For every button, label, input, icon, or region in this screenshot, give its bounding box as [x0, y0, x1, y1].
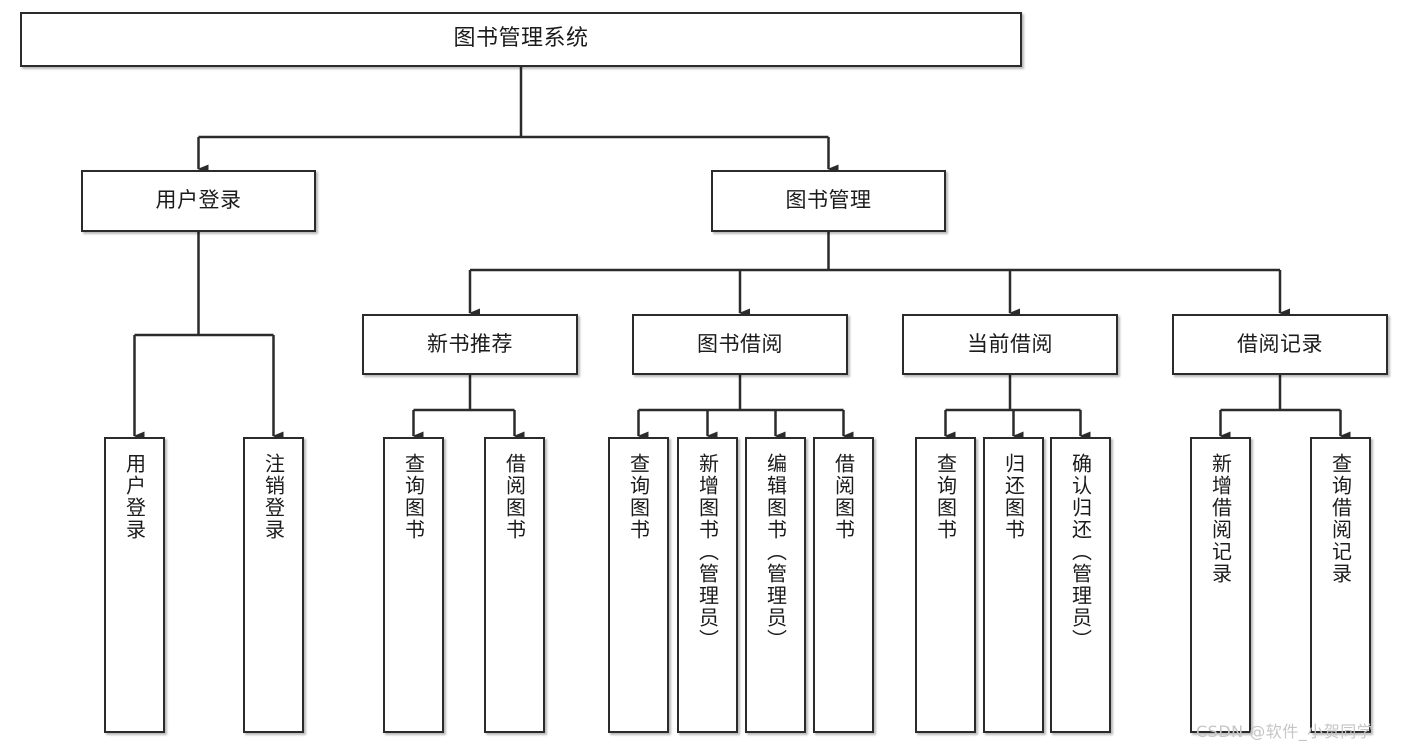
node-book-manage[interactable]: 图书管理 — [711, 170, 946, 232]
node-label: 新增借阅记录 — [1208, 453, 1233, 585]
node-leaf-rec-borrow[interactable]: 借阅图书 — [484, 437, 545, 733]
node-leaf-cur-confirm[interactable]: 确认归还（管理员） — [1050, 437, 1111, 733]
node-leaf-borrow-add[interactable]: 新增图书（管理员） — [677, 437, 738, 733]
node-leaf-borrow-lend[interactable]: 借阅图书 — [813, 437, 874, 733]
node-label: 用户登录 — [155, 188, 242, 213]
node-current-borrow[interactable]: 当前借阅 — [902, 314, 1118, 375]
connector-group — [133, 67, 1351, 441]
node-label: 图书管理 — [785, 188, 872, 213]
node-label: 确认归还（管理员） — [1068, 453, 1093, 651]
node-label: 查询图书 — [401, 453, 426, 541]
node-leaf-rec-query[interactable]: 查询图书 — [383, 437, 444, 733]
node-leaf-rec-add[interactable]: 新增借阅记录 — [1190, 437, 1251, 733]
node-user-login[interactable]: 用户登录 — [81, 170, 316, 232]
node-label: 当前借阅 — [967, 331, 1053, 356]
node-leaf-user-logout[interactable]: 注销登录 — [243, 437, 304, 733]
node-label: 归还图书 — [1001, 453, 1026, 541]
node-label: 借阅图书 — [831, 453, 856, 541]
node-label: 新增图书（管理员） — [695, 453, 720, 651]
node-label: 用户登录 — [122, 453, 147, 541]
node-label: 查询借阅记录 — [1328, 453, 1353, 585]
node-leaf-borrow-query[interactable]: 查询图书 — [608, 437, 669, 733]
node-leaf-cur-return[interactable]: 归还图书 — [983, 437, 1044, 733]
node-label: 查询图书 — [626, 453, 651, 541]
node-leaf-cur-query[interactable]: 查询图书 — [915, 437, 976, 733]
node-leaf-rec-search[interactable]: 查询借阅记录 — [1310, 437, 1371, 733]
node-label: 编辑图书（管理员） — [763, 453, 788, 651]
node-root[interactable]: 图书管理系统 — [20, 12, 1022, 67]
node-borrow-record[interactable]: 借阅记录 — [1172, 314, 1388, 375]
node-leaf-borrow-edit[interactable]: 编辑图书（管理员） — [745, 437, 806, 733]
node-label: 查询图书 — [933, 453, 958, 541]
node-label: 注销登录 — [261, 453, 286, 541]
node-label: 新书推荐 — [427, 331, 513, 356]
node-label: 借阅记录 — [1237, 331, 1323, 356]
node-new-book-rec[interactable]: 新书推荐 — [362, 314, 578, 375]
node-label: 图书管理系统 — [453, 26, 589, 52]
node-label: 图书借阅 — [697, 331, 783, 356]
node-book-borrow[interactable]: 图书借阅 — [632, 314, 848, 375]
node-leaf-user-login[interactable]: 用户登录 — [104, 437, 165, 733]
node-label: 借阅图书 — [502, 453, 527, 541]
